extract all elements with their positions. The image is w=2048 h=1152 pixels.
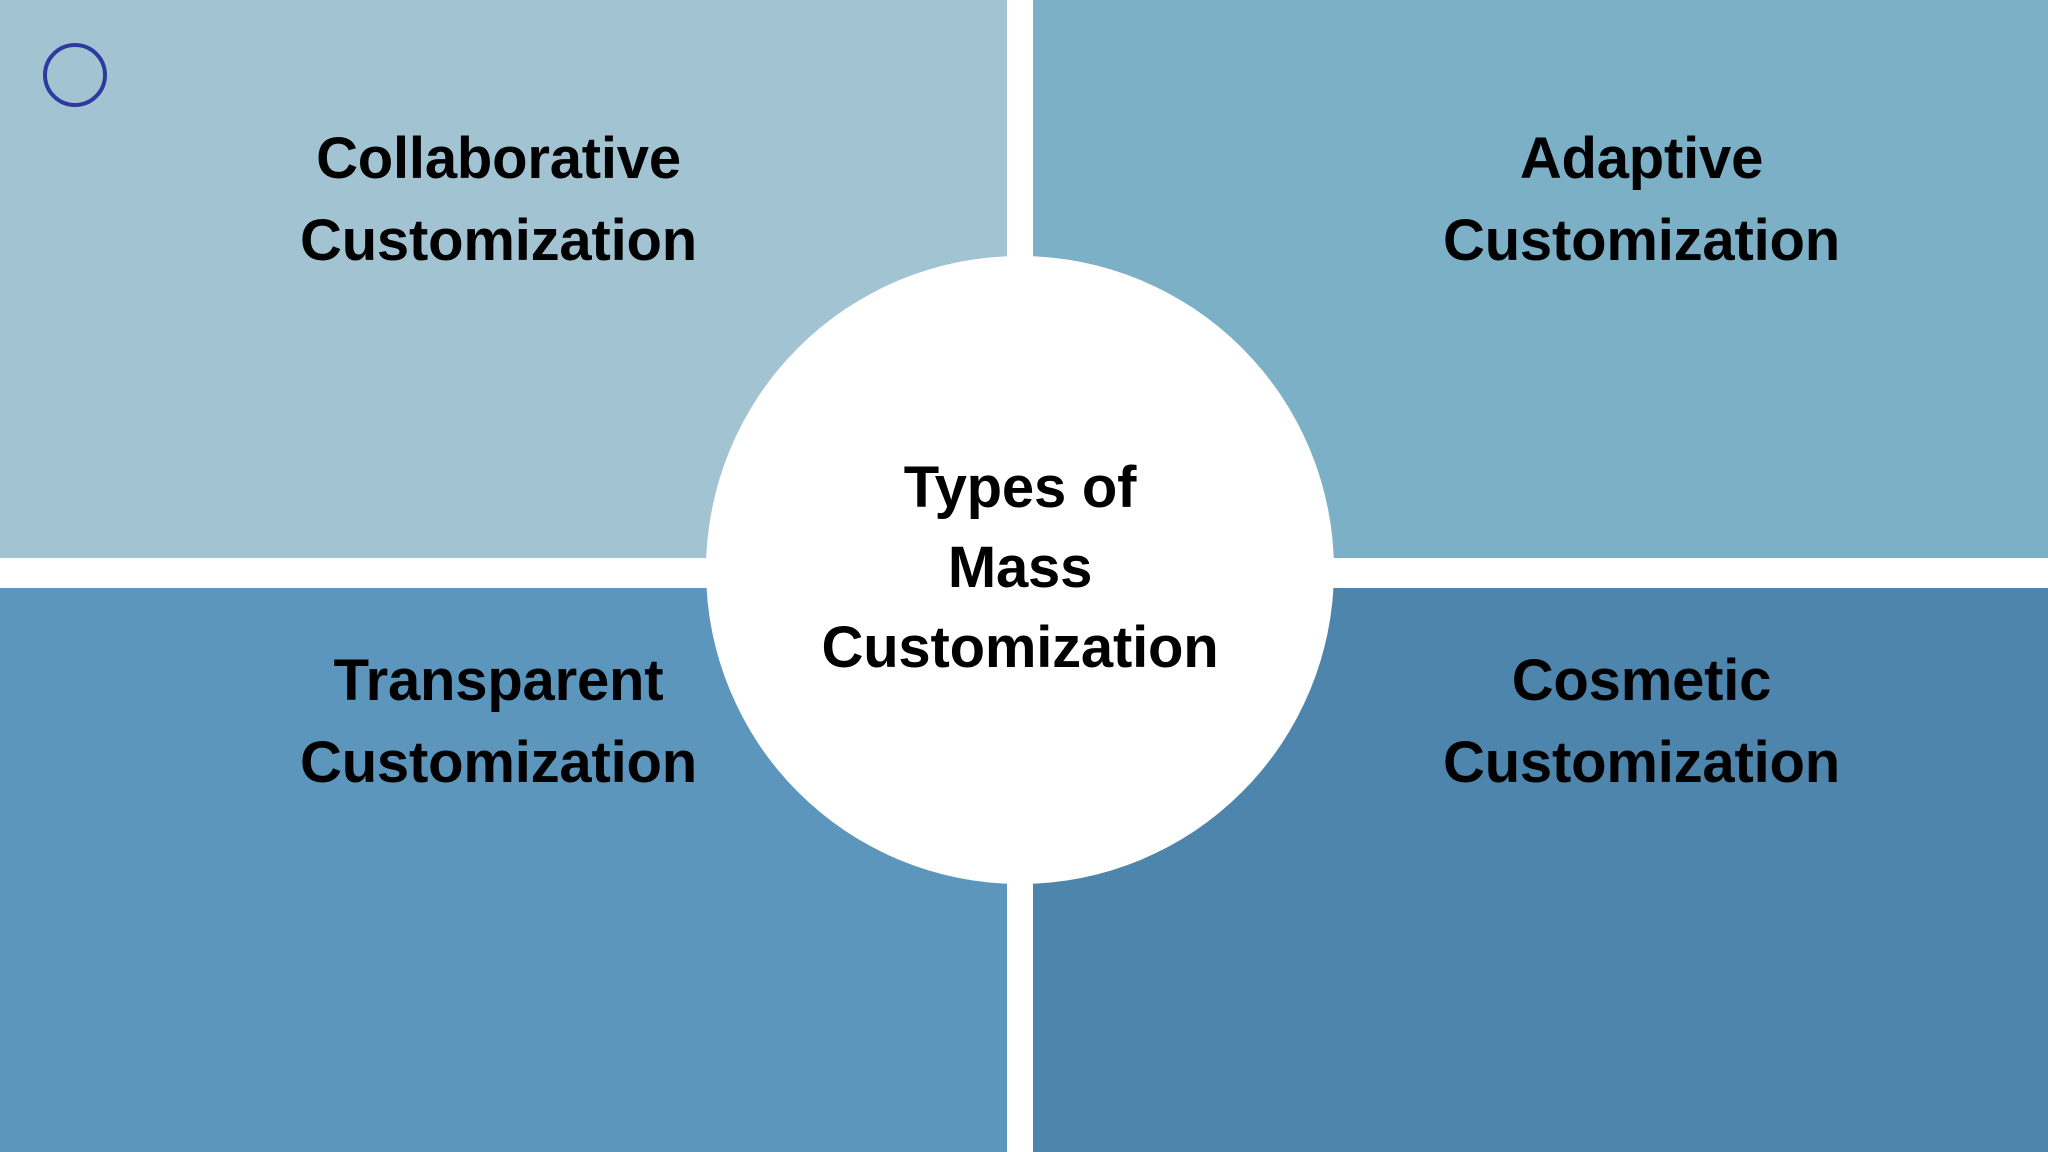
quadrant-top-left-label: Collaborative Customization — [300, 126, 697, 274]
quadrant-top-left[interactable]: Collaborative Customization — [0, 0, 1007, 558]
brand-logo-icon[interactable] — [40, 40, 110, 110]
logo-crescent-blue-icon — [57, 56, 76, 94]
logo-ring-icon — [43, 43, 107, 107]
logo-crescent-cyan-icon — [68, 63, 80, 87]
quadrant-bottom-right-label: Cosmetic Customization — [1443, 648, 1840, 796]
brand-logo-svg — [43, 43, 107, 107]
center-circle[interactable]: Types of Mass Customization — [706, 256, 1334, 884]
quadrant-bottom-left-label: Transparent Customization — [300, 648, 697, 796]
center-title: Types of Mass Customization — [821, 454, 1219, 681]
quadrant-top-right-label: Adaptive Customization — [1443, 126, 1840, 274]
